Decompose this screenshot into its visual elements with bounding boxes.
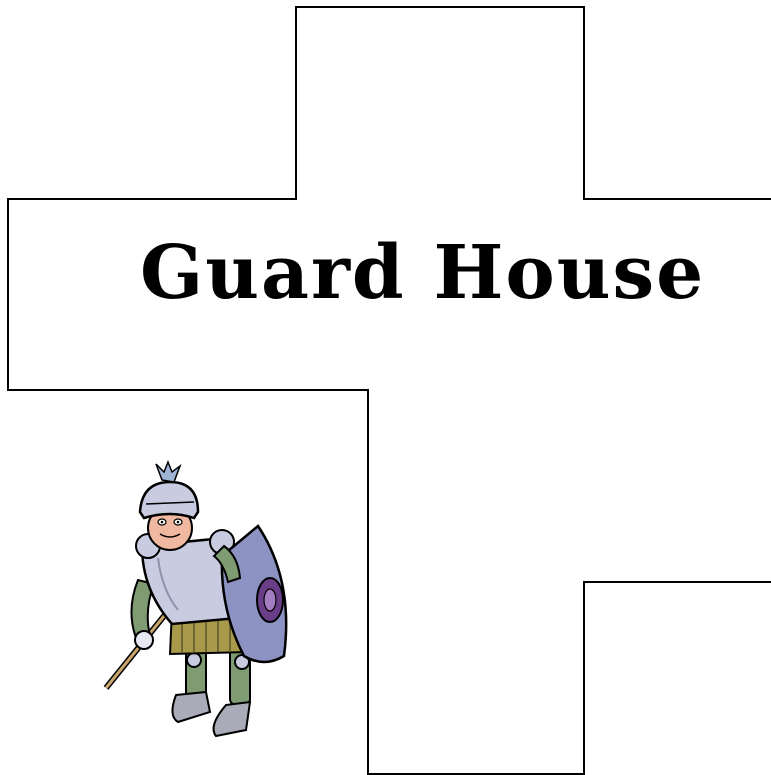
guard-icon[interactable] [98,460,298,745]
left-boot [172,692,210,722]
helmet [140,482,198,518]
helmet-plume [156,462,180,482]
room-title: Guard House [140,228,700,318]
right-boot [214,702,250,736]
corridor-outline [584,582,771,775]
left-hand [135,631,153,649]
